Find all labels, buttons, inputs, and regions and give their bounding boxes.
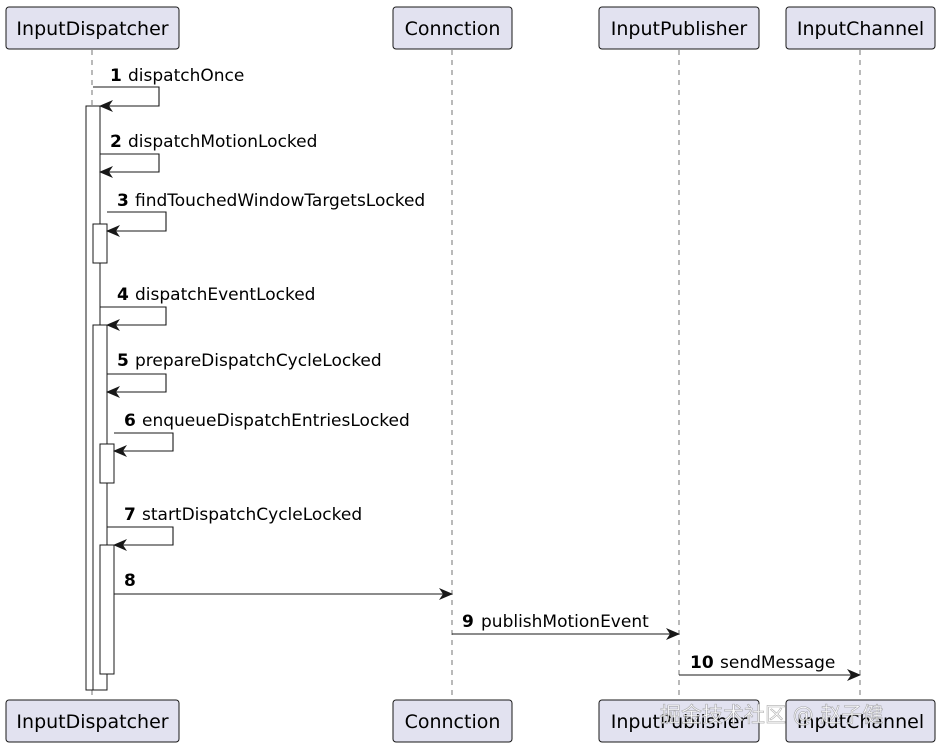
message-label: sendMessage [720, 653, 835, 673]
self-message-arrow [106, 211, 167, 237]
participant-connection[interactable]: Connction [392, 6, 513, 50]
self-message-arrow [113, 432, 174, 457]
activation-bar-start-cycle [99, 544, 115, 675]
message-number: 1 [110, 66, 122, 86]
self-message-arrow [100, 306, 167, 331]
participant-label: InputPublisher [611, 18, 748, 40]
activation-bar-find-touched [92, 223, 108, 264]
message-number: 5 [117, 351, 129, 371]
message-2: 2 dispatchMotionLocked [99, 132, 317, 178]
message-10: 10 sendMessage [679, 653, 861, 681]
participant-label: Connction [405, 711, 501, 733]
self-message-arrow [99, 153, 160, 178]
message-9: 9 publishMotionEvent [452, 612, 680, 640]
participant-label: InputPublisher [611, 711, 748, 733]
participant-label: Connction [405, 18, 501, 40]
message-label: enqueueDispatchEntriesLocked [142, 411, 410, 431]
message-label: dispatchMotionLocked [128, 132, 317, 152]
self-message-arrow [106, 373, 167, 398]
message-number: 4 [117, 285, 129, 305]
participant-connection-footer[interactable]: Connction [392, 699, 513, 743]
message-label: startDispatchCycleLocked [142, 505, 362, 525]
message-label: publishMotionEvent [481, 612, 649, 632]
message-6: 6 enqueueDispatchEntriesLocked [113, 411, 410, 457]
message-4: 4 dispatchEventLocked [100, 285, 315, 331]
self-message-arrow [107, 526, 174, 551]
message-number: 7 [124, 505, 136, 525]
message-number: 10 [690, 653, 714, 673]
message-number: 8 [124, 571, 136, 591]
message-8: 8 [114, 571, 453, 600]
self-message-arrow [93, 86, 160, 112]
message-5: 5 prepareDispatchCycleLocked [106, 351, 382, 398]
activation-bar-enqueue [99, 443, 115, 484]
participant-label: InputDispatcher [16, 18, 168, 40]
message-number: 3 [117, 191, 129, 211]
message-number: 2 [110, 132, 122, 152]
message-label: prepareDispatchCycleLocked [135, 351, 382, 371]
participant-label: InputChannel [797, 18, 924, 40]
participant-channel[interactable]: InputChannel [785, 6, 936, 50]
message-1: 1 dispatchOnce [93, 66, 244, 112]
participant-publisher[interactable]: InputPublisher [598, 6, 760, 50]
message-3: 3 findTouchedWindowTargetsLocked [106, 191, 425, 237]
participant-label: InputDispatcher [16, 711, 168, 733]
message-7: 7 startDispatchCycleLocked [107, 505, 362, 551]
message-number: 9 [462, 612, 474, 632]
message-number: 6 [124, 411, 136, 431]
participant-label: InputChannel [797, 711, 924, 733]
participants-top: InputDispatcher Connction InputPublisher… [5, 6, 936, 50]
activation-bars [85, 105, 115, 691]
participant-dispatcher-footer[interactable]: InputDispatcher [5, 699, 180, 743]
message-label: findTouchedWindowTargetsLocked [135, 191, 425, 211]
watermark: 掘金技术社区 @ 赵子健 [660, 703, 883, 727]
participant-channel-footer[interactable]: InputChannel [785, 699, 936, 743]
message-label: dispatchOnce [128, 66, 244, 86]
message-label: dispatchEventLocked [135, 285, 315, 305]
participant-dispatcher[interactable]: InputDispatcher [5, 6, 180, 50]
participants-bottom: InputDispatcher Connction InputPublisher… [5, 699, 936, 743]
participant-publisher-footer[interactable]: InputPublisher [598, 699, 760, 743]
